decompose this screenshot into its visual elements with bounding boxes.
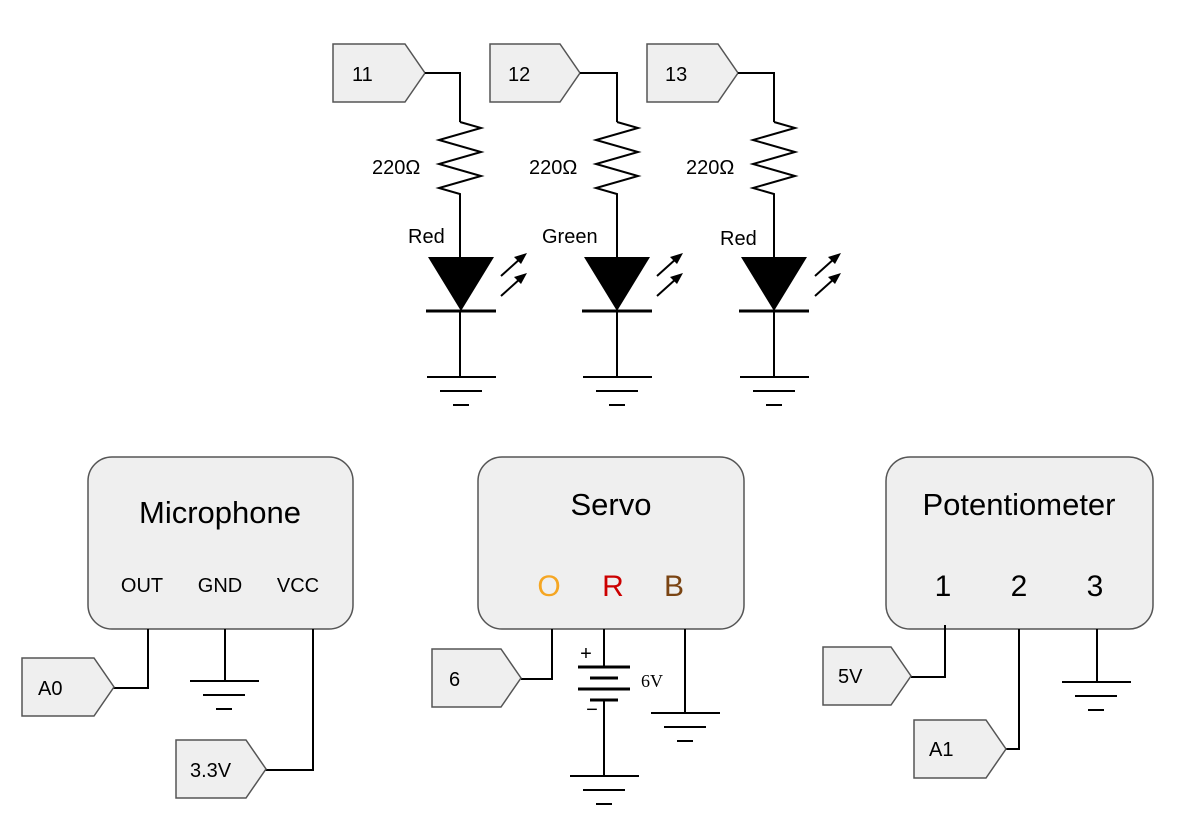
potentiometer-pin-2: 2 [1011, 570, 1028, 603]
pin-tag-11 [332, 43, 426, 103]
pin-tag-13 [646, 43, 739, 103]
led-3-color-label: Red [720, 228, 757, 250]
microphone-box [87, 456, 354, 630]
servo-box [477, 456, 745, 630]
led-circuit-3: 13 220Ω Red [646, 43, 841, 406]
led-3-light-arrows [814, 253, 841, 297]
ground-symbol [190, 680, 259, 710]
ground-symbol [570, 775, 639, 805]
resistor-1 [435, 121, 485, 257]
servo-pin-o: O [537, 570, 560, 603]
potentiometer-box [885, 456, 1154, 630]
led-2-diode [584, 257, 650, 311]
microphone-pin-gnd: GND [198, 575, 242, 597]
mic-tag-a0-label: A0 [38, 678, 62, 700]
potentiometer-pin-1: 1 [935, 570, 952, 603]
pot-tag-a1-label: A1 [929, 739, 953, 761]
pin-tag-12-label: 12 [508, 64, 530, 86]
resistor-2 [592, 121, 642, 257]
potentiometer-pin-3: 3 [1087, 570, 1104, 603]
pin-tag-12 [489, 43, 581, 103]
resistor-1-label: 220Ω [372, 157, 420, 179]
microphone-module: Microphone OUT GND VCC A0 3.3V [21, 456, 354, 799]
battery-symbol [578, 665, 630, 702]
pin-tag-11-label: 11 [352, 64, 373, 86]
ground-symbol [740, 376, 809, 406]
servo-module: Servo O R B 6 + − 6V [431, 456, 745, 805]
pot-tag-5v [822, 646, 912, 706]
led-2-color-label: Green [542, 226, 598, 248]
servo-tag-6 [431, 648, 522, 708]
battery-plus: + [580, 643, 592, 665]
servo-title: Servo [571, 487, 652, 522]
pin-tag-13-label: 13 [665, 64, 687, 86]
battery-minus: − [586, 699, 598, 721]
microphone-title: Microphone [139, 495, 301, 530]
led-2-light-arrows [656, 253, 683, 297]
led-1-color-label: Red [408, 226, 445, 248]
led-1-diode [428, 257, 494, 311]
resistor-3 [749, 121, 799, 257]
led-circuit-2: 12 220Ω Green [489, 43, 683, 406]
mic-tag-3v3-label: 3.3V [190, 760, 232, 782]
potentiometer-title: Potentiometer [923, 487, 1116, 522]
potentiometer-module: Potentiometer 1 2 3 5V A1 [822, 456, 1154, 779]
mic-tag-3v3 [175, 739, 267, 799]
ground-symbol [1062, 681, 1131, 711]
led-1-light-arrows [500, 253, 527, 297]
servo-pin-b: B [664, 570, 684, 603]
ground-symbol [583, 376, 652, 406]
pot-tag-5v-label: 5V [838, 666, 863, 688]
mic-tag-a0 [21, 657, 115, 717]
servo-pin-r: R [602, 570, 624, 603]
microphone-pin-out: OUT [121, 575, 163, 597]
led-3-diode [741, 257, 807, 311]
resistor-3-label: 220Ω [686, 157, 734, 179]
pot-tag-a1 [913, 719, 1007, 779]
microphone-pin-vcc: VCC [277, 575, 319, 597]
resistor-2-label: 220Ω [529, 157, 577, 179]
ground-symbol [651, 712, 720, 742]
servo-tag-6-label: 6 [449, 669, 460, 691]
led-circuit-1: 11 220Ω Red [332, 43, 527, 406]
ground-symbol [427, 376, 496, 406]
battery-voltage: 6V [641, 671, 663, 691]
